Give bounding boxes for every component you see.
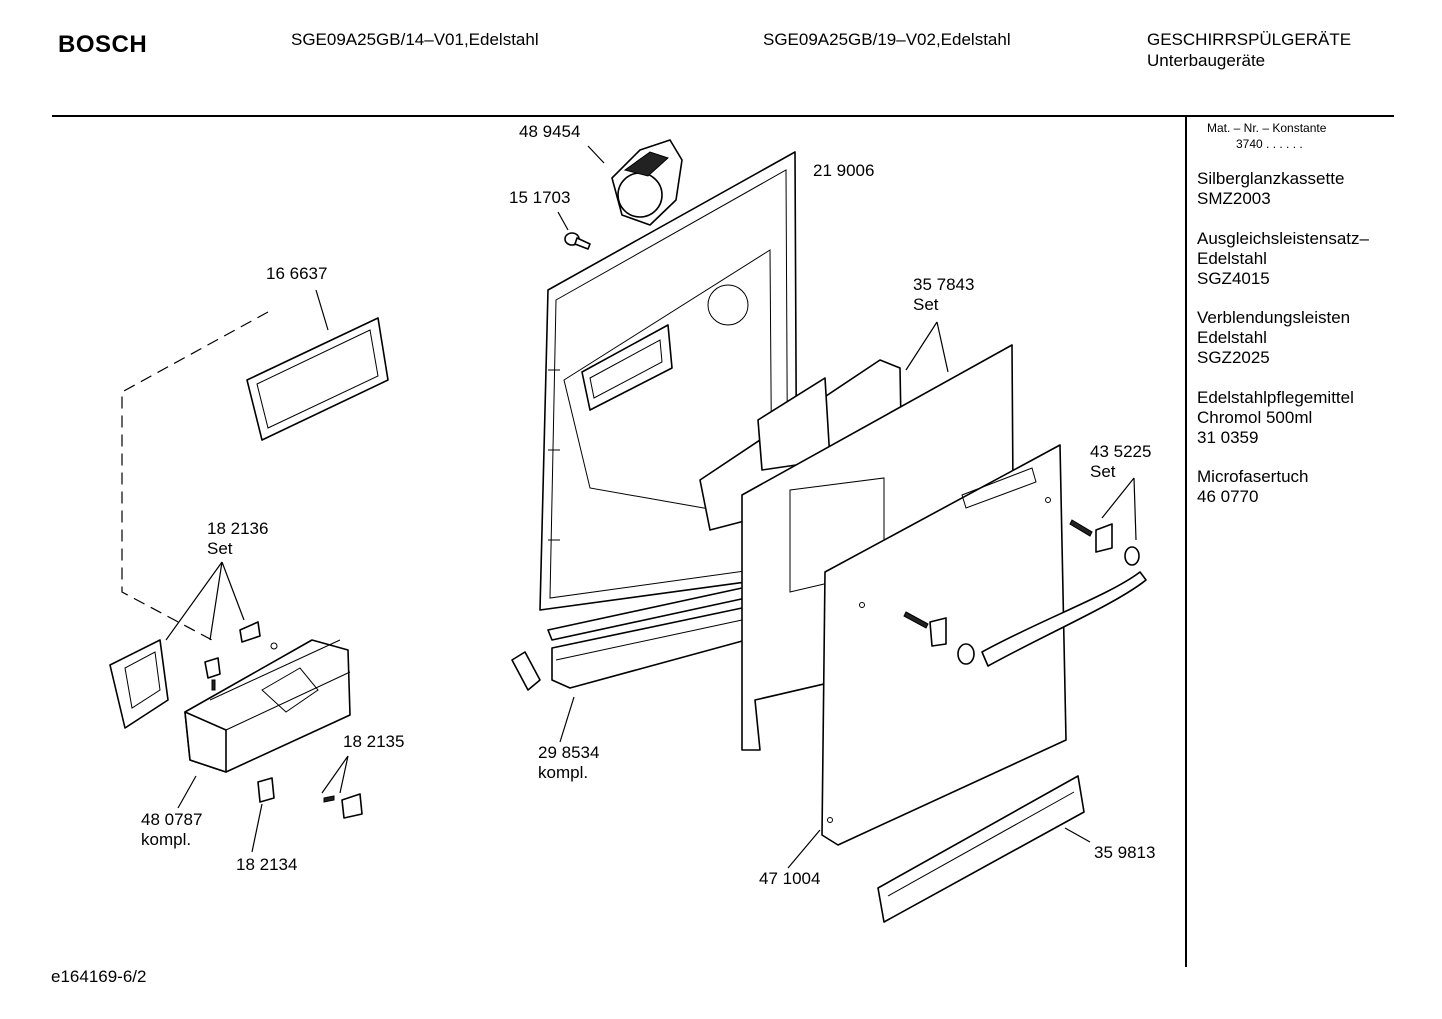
product-category: GESCHIRRSPÜLGERÄTE	[1147, 30, 1352, 49]
mat-number-value: 3740 . . . . . .	[1236, 137, 1303, 151]
part-label-489454: 48 9454	[519, 122, 581, 141]
header-divider	[52, 115, 1394, 117]
accessory-edelstahlpflegemittel: Edelstahlpflegemittel Chromol 500ml 31 0…	[1197, 388, 1354, 448]
accessory-line: Edelstahl	[1197, 328, 1267, 347]
part-label-219006: 21 9006	[813, 161, 875, 180]
model-number-2: SGE09A25GB/19–V02,Edelstahl	[763, 30, 1011, 49]
exploded-view-drawing	[109, 139, 1147, 923]
accessory-line: Ausgleichsleistensatz–	[1197, 229, 1369, 248]
door-handle	[903, 519, 1147, 667]
part-label-435225: 43 5225 Set	[1090, 442, 1151, 482]
part-suffix: kompl.	[141, 830, 192, 849]
clip-pair	[323, 793, 363, 819]
leader-lines	[165, 145, 1137, 869]
accessory-microfasertuch: Microfasertuch 46 0770	[1197, 467, 1308, 507]
accessory-ausgleichsleistensatz: Ausgleichsleistensatz– Edelstahl SGZ4015	[1197, 229, 1369, 289]
model-number-1: SGE09A25GB/14–V01,Edelstahl	[291, 30, 539, 49]
part-suffix: Set	[913, 295, 939, 314]
part-label-359813: 35 9813	[1094, 843, 1156, 862]
kick-plate-rail	[877, 775, 1085, 923]
cover-clip	[257, 777, 275, 803]
seal-frame	[246, 317, 389, 441]
part-suffix: kompl.	[538, 763, 589, 782]
accessory-line: Edelstahlpflegemittel	[1197, 388, 1354, 407]
accessory-line: Chromol 500ml	[1197, 408, 1313, 427]
part-label-480787: 48 0787 kompl.	[141, 810, 202, 850]
part-label-151703: 15 1703	[509, 188, 571, 207]
clip-set	[204, 621, 278, 691]
accessory-line: SGZ2025	[1197, 348, 1270, 367]
accessory-line: SMZ2003	[1197, 189, 1271, 208]
control-unit	[184, 639, 351, 773]
screw	[564, 232, 591, 250]
accessory-line: 31 0359	[1197, 428, 1259, 447]
mat-number-label: Mat. – Nr. – Konstante	[1207, 121, 1327, 135]
product-subcategory: Unterbaugeräte	[1147, 51, 1266, 70]
part-number: 43 5225	[1090, 442, 1152, 461]
accessory-verblendungsleisten: Verblendungsleisten Edelstahl SGZ2025	[1197, 308, 1350, 368]
part-suffix: Set	[207, 539, 233, 558]
accessory-line: Edelstahl	[1197, 249, 1267, 268]
assembly-dashed-line	[121, 311, 269, 641]
accessory-line: 46 0770	[1197, 487, 1259, 506]
part-number: 29 8534	[538, 743, 600, 762]
part-label-166637: 16 6637	[266, 264, 328, 283]
door-lock	[611, 139, 683, 226]
accessory-silberglanzkassette: Silberglanzkassette SMZ2003	[1197, 169, 1344, 209]
part-label-471004: 47 1004	[759, 869, 821, 888]
bottom-rail	[511, 587, 747, 691]
accessory-line: Silberglanzkassette	[1197, 169, 1345, 188]
part-label-182136: 18 2136 Set	[207, 519, 268, 559]
part-suffix: Set	[1090, 462, 1116, 481]
part-number: 35 7843	[913, 275, 975, 294]
part-label-182134: 18 2134	[236, 855, 298, 874]
accessory-line: Verblendungsleisten	[1197, 308, 1351, 327]
part-number: 48 0787	[141, 810, 203, 829]
part-number: 18 2136	[207, 519, 269, 538]
part-label-182135: 18 2135	[343, 732, 405, 751]
drawing-id: e164169-6/2	[51, 967, 147, 986]
brand-logo: BOSCH	[58, 31, 148, 58]
part-label-298534: 29 8534 kompl.	[538, 743, 599, 783]
side-bracket	[109, 639, 169, 729]
sidebar-divider	[1185, 115, 1187, 967]
accessory-line: SGZ4015	[1197, 269, 1270, 288]
accessory-line: Microfasertuch	[1197, 467, 1309, 486]
part-label-357843: 35 7843 Set	[913, 275, 974, 315]
